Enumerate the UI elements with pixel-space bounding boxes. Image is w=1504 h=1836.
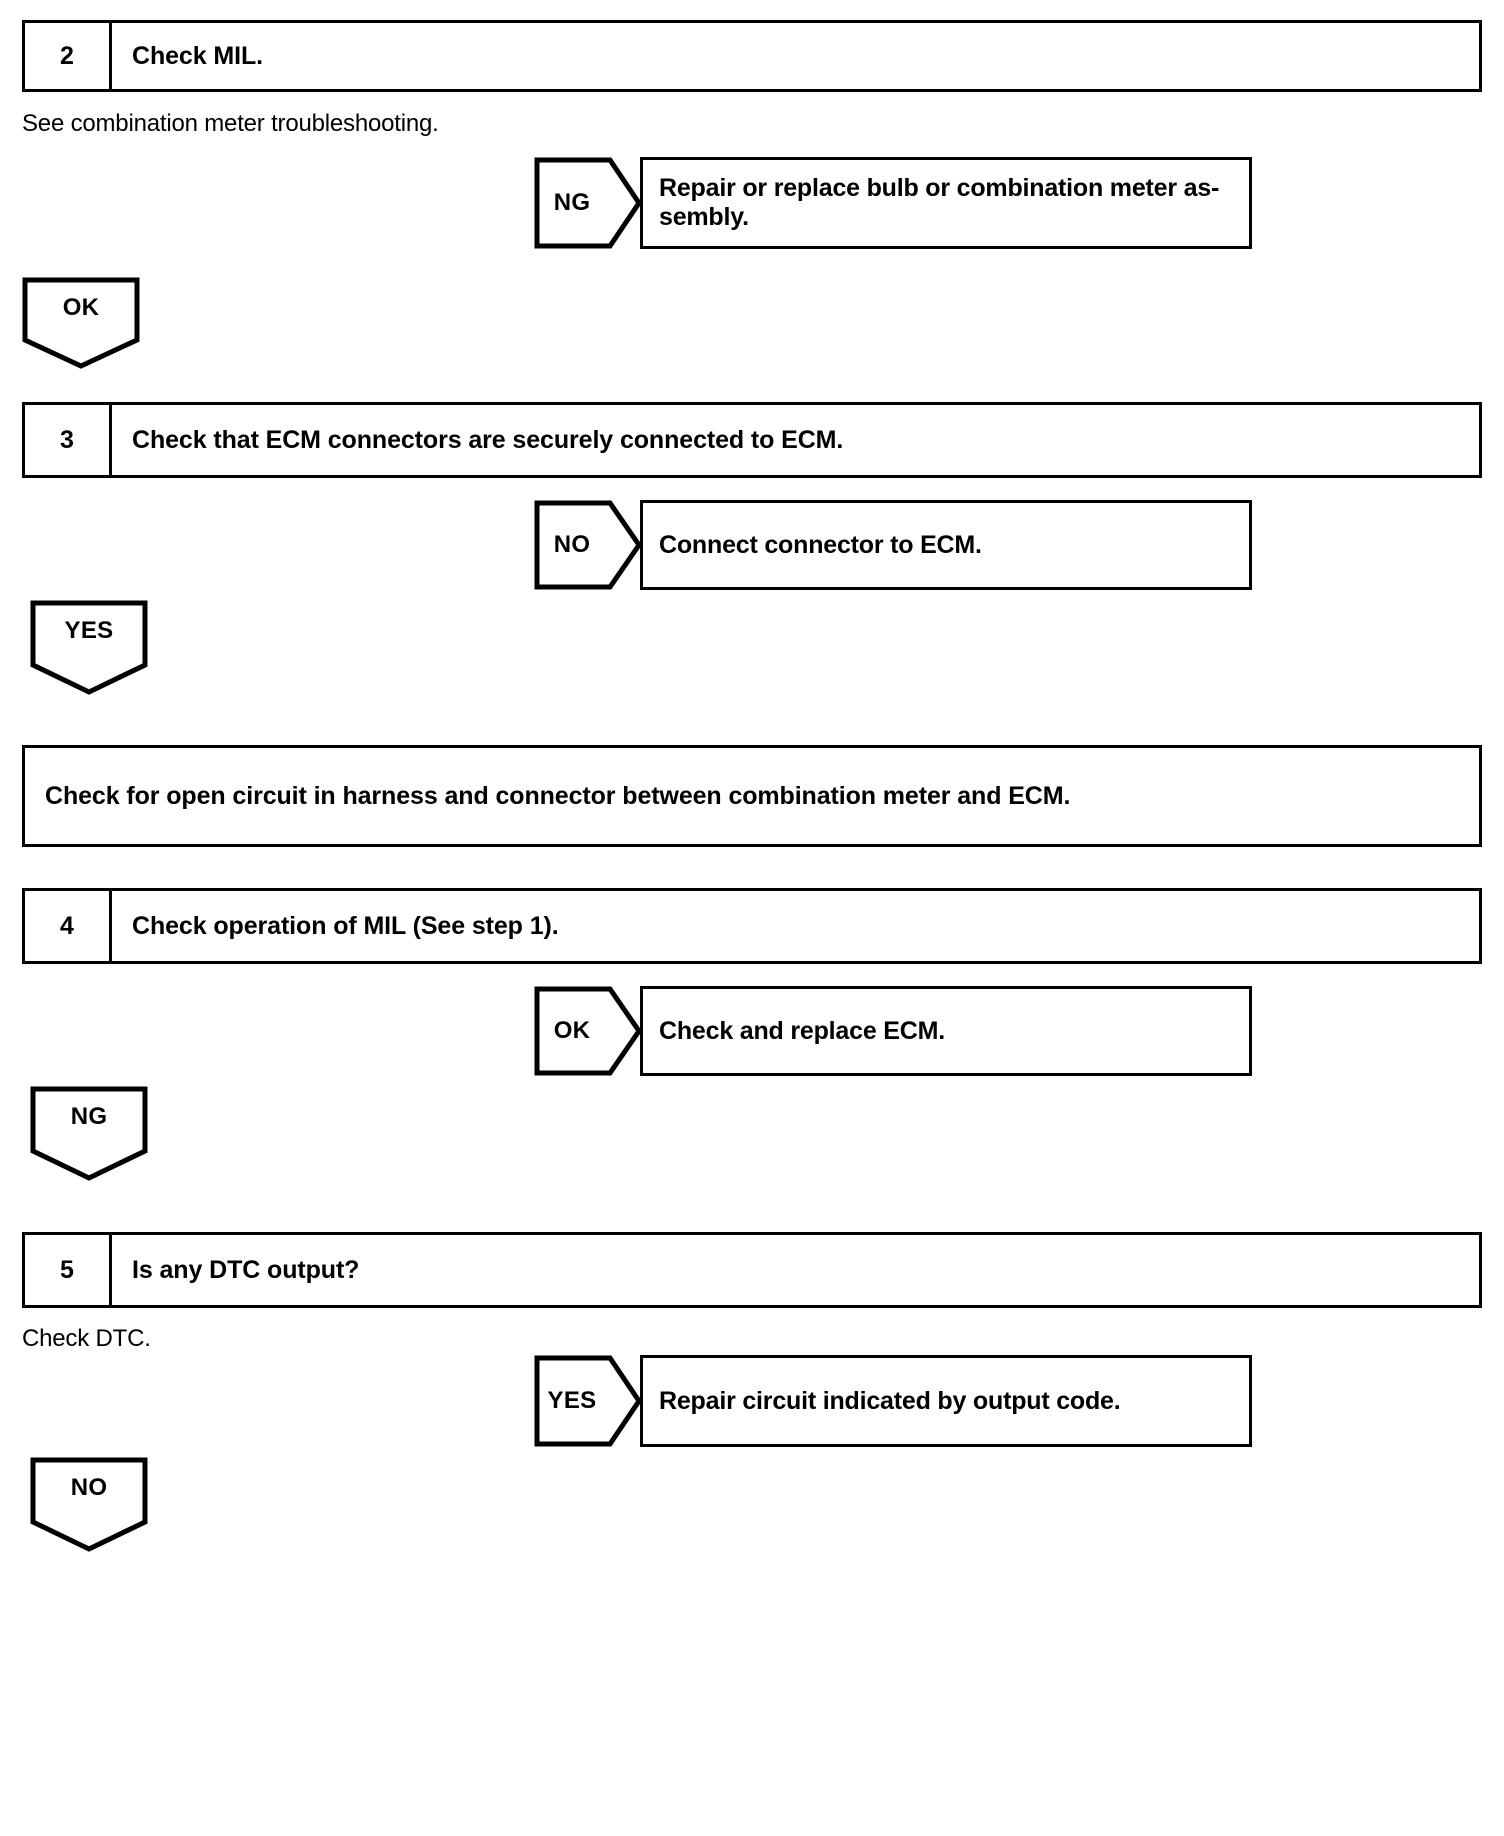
result-box-no[interactable]: Connect connector to ECM. [640, 500, 1252, 590]
result-text: Check and replace ECM. [659, 1017, 945, 1046]
flow-connector-label: NG [70, 1103, 108, 1130]
flow-connector-no[interactable]: NO [30, 1457, 148, 1552]
step-box-2[interactable]: 2 Check MIL. [22, 20, 1482, 92]
result-box-ng[interactable]: Repair or replace bulb or combination me… [640, 157, 1252, 249]
result-text: Repair circuit indicated by output code. [659, 1387, 1121, 1416]
step-box-4[interactable]: 4 Check operation of MIL (See step 1). [22, 888, 1482, 964]
step-note-2: See combination meter troubleshooting. [22, 110, 439, 137]
step-number: 4 [25, 891, 112, 961]
judgement-arrow-label: NG [553, 189, 591, 216]
result-box-yes[interactable]: Repair circuit indicated by output code. [640, 1355, 1252, 1447]
flow-connector-label: NO [70, 1474, 108, 1501]
flow-connector-ng[interactable]: NG [30, 1086, 148, 1181]
judgement-arrow-ok[interactable]: OK [534, 986, 642, 1076]
step-title: Check operation of MIL (See step 1). [132, 911, 559, 940]
step-box-5[interactable]: 5 Is any DTC output? [22, 1232, 1482, 1308]
step-title: Check MIL. [132, 41, 263, 70]
step-number: 2 [25, 23, 112, 89]
flow-connector-yes[interactable]: YES [30, 600, 148, 695]
result-line-1: Connect connector to ECM. [659, 530, 982, 559]
judgement-arrow-label: NO [553, 531, 591, 558]
action-box-open-circuit[interactable]: Check for open circuit in harness and co… [22, 745, 1482, 847]
judgement-arrow-label: YES [547, 1387, 597, 1414]
action-text: Check for open circuit in harness and co… [45, 781, 1071, 810]
result-line-2: sembly. [659, 203, 749, 231]
judgement-arrow-no[interactable]: NO [534, 500, 642, 590]
judgement-arrow-yes[interactable]: YES [534, 1355, 642, 1447]
result-line-1: Repair circuit indicated by output code. [659, 1386, 1121, 1415]
flow-connector-ok[interactable]: OK [22, 277, 140, 369]
result-text: Connect connector to ECM. [659, 531, 982, 560]
step-number: 3 [25, 405, 112, 475]
step-number: 5 [25, 1235, 112, 1305]
flow-connector-label: YES [64, 617, 114, 644]
flow-connector-label: OK [62, 294, 100, 321]
step-note-5: Check DTC. [22, 1325, 151, 1352]
result-line-1: Check and replace ECM. [659, 1016, 945, 1045]
step-box-3[interactable]: 3 Check that ECM connectors are securely… [22, 402, 1482, 478]
judgement-arrow-ng[interactable]: NG [534, 157, 642, 249]
step-title: Check that ECM connectors are securely c… [132, 425, 844, 454]
result-text: Repair or replace bulb or combination me… [659, 174, 1219, 232]
result-line-1: Repair or replace bulb or combination me… [659, 174, 1220, 202]
step-title: Is any DTC output? [132, 1255, 360, 1284]
judgement-arrow-label: OK [553, 1017, 591, 1044]
result-box-ok[interactable]: Check and replace ECM. [640, 986, 1252, 1076]
